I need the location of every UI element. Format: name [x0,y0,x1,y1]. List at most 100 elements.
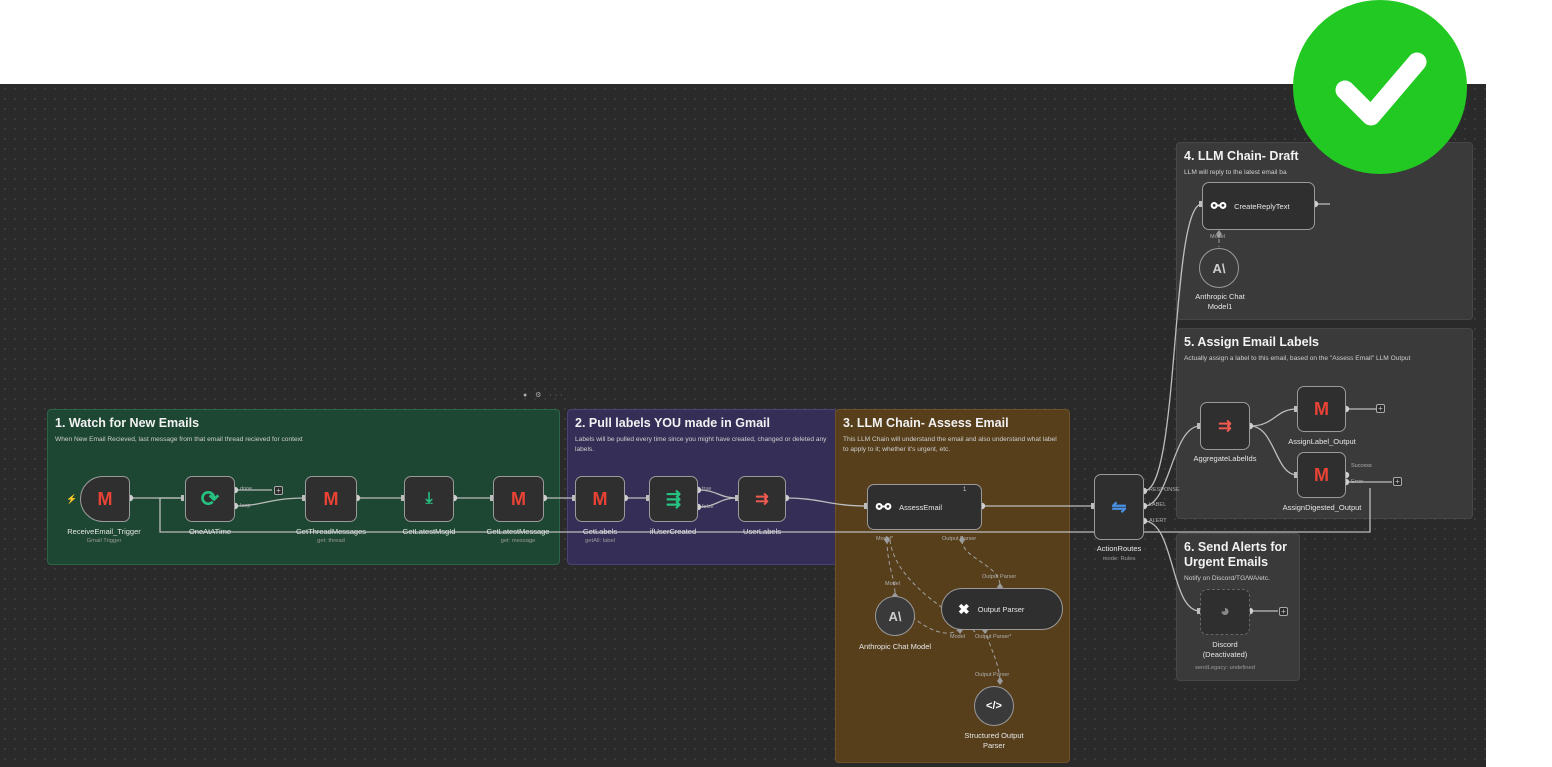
sticky-title: 1. Watch for New Emails [55,416,200,430]
dash-parser-model [891,595,961,634]
aggregate-icon: ⇉ [755,491,769,508]
download-arrow-icon: ⤓ [425,490,433,507]
sticky-desc: Notify on Discord/TG/WA/etc. [1184,575,1270,582]
add-node-plus-icon[interactable]: + [274,486,283,495]
anthropic-model-node[interactable]: A\ [875,596,915,636]
wire-routes-reply [1143,203,1203,492]
node-label: GetThreadMessages [295,527,367,536]
wire-userlabels-assess [785,497,868,507]
discord-node[interactable]: ◕ [1200,589,1250,635]
chain-link-icon: ⚯ [1211,195,1227,216]
gmail-assign-digested-node[interactable]: M [1297,452,1346,498]
port-label-true: true [702,486,712,492]
anthropic-icon: A\ [1212,260,1226,276]
node-label: AggregateLabelIds [1193,454,1257,463]
node-label: UserLabels [743,527,781,536]
anthropic-icon: A\ [888,608,902,624]
connection-layer: ⚡ [66,200,1392,685]
aggregate-label-ids-node[interactable]: ⇉ [1200,402,1250,450]
svg-text:⚡: ⚡ [66,493,77,505]
structured-parser-node[interactable]: </> [974,686,1014,726]
chain-link-icon: ⚯ [876,496,892,517]
llm-chain-reply-node[interactable]: ⚯ CreateReplyText [1202,182,1315,230]
set-latest-id-node[interactable]: ⤓ [404,476,454,522]
sticky-title: 3. LLM Chain- Assess Email [843,416,1009,430]
switch-icon: ⇋ [1111,496,1127,517]
dash-assess-parser [961,539,1001,587]
sticky-assess-email[interactable]: 3. LLM Chain- Assess Email This LLM Chai… [835,409,1070,763]
gmail-icon: M [323,488,339,509]
node-label: Discord (Deactivated) [1202,640,1248,659]
port-label-output-parser: Output Parser* [975,634,1012,640]
sticky-title: 6. Send Alerts for Urgent Emails [1184,540,1288,569]
sticky-desc: This LLM Chain will understand the email… [843,436,1057,453]
node-label: GetLabels [582,527,618,536]
node-label: AssessEmail [899,502,943,512]
dash-assess-model [886,539,896,595]
add-node-plus-icon[interactable]: + [1376,404,1385,413]
if-node[interactable]: ⇶ [649,476,698,522]
sticky-title: 5. Assign Email Labels [1184,335,1320,349]
sticky-title: 2. Pull labels YOU made in Gmail [575,416,770,430]
node-label: AssignLabel_Output [1288,437,1356,446]
success-checkmark-icon [1293,0,1467,174]
port-label-model: Model [950,634,965,640]
node-subtitle: get: message [500,538,536,544]
loop-arrows-icon: ⟳ [200,486,220,511]
node-subtitle: sendLegacy: undefined [1195,665,1255,671]
add-node-plus-icon[interactable]: + [1279,607,1288,616]
node-subtitle: Gmail Trigger [86,538,122,544]
sticky-desc: When New Email Recieved, last message fr… [55,436,303,443]
gmail-icon: M [97,488,113,509]
port-label-false: false [702,504,714,510]
node-subtitle: mode: Rules [1102,556,1136,562]
sticky-desc: LLM will reply to the latest email ba [1184,169,1287,176]
sticky-desc: Labels will be pulled every time since y… [575,436,827,453]
wire-loop-gethread [234,497,306,507]
gmail-get-thread-node[interactable]: M [305,476,357,522]
add-node-plus-icon[interactable]: + [1393,477,1402,486]
switch-routes-node[interactable]: ⇋ [1094,474,1144,540]
port-label-response: RESPONSE [1149,487,1180,493]
workflow-canvas[interactable]: 1. Watch for New Emails When New Email R… [0,84,1486,767]
sticky-toolbar[interactable]: ● ⚙ ··· [523,392,566,399]
gmail-icon: M [511,488,526,509]
llm-chain-assess-node[interactable]: ⚯ AssessEmail [867,484,982,530]
wire-routes-discord [1143,520,1201,612]
node-label: Anthropic Chat Model [858,642,932,651]
port-label-model: Model* [876,536,894,542]
wire-aggregate-digested [1249,425,1298,476]
wire-loop-back [159,488,1371,533]
node-label: GetLatestMsgId [402,527,456,536]
wire-routes-aggregate [1143,425,1201,507]
wire-if-false [697,497,739,508]
port-label-output-parser: Output Parser [975,672,1010,678]
gmail-icon: M [592,488,608,509]
port-label-done: done [240,486,253,492]
sticky-title: 4. LLM Chain- Draft [1184,149,1299,163]
sticky-watch-emails[interactable]: 1. Watch for New Emails When New Email R… [47,409,560,565]
port-label-model: Model [885,581,900,587]
discord-icon: ◕ [1220,603,1230,620]
node-label: Structured Output Parser [964,731,1024,750]
gmail-assign-label-node[interactable]: M [1297,386,1346,432]
code-icon: </> [986,700,1002,712]
execution-count-badge: 1 [963,487,967,493]
sticky-desc: Actually assign a label to this email, b… [1184,355,1411,362]
node-label: ReceiveEmail_Trigger [67,527,141,536]
gmail-get-message-node[interactable]: M [493,476,544,522]
wire-aggregate-assign [1249,408,1298,427]
node-label: ifUserCreated [649,527,697,536]
split-batches-node[interactable]: ⟳ [185,476,235,522]
port-label-output-parser: Output Parser [942,536,977,542]
node-label: AssignDigested_Output [1282,503,1362,512]
gmail-get-labels-node[interactable]: M [575,476,625,522]
anthropic-model1-node[interactable]: A\ [1199,248,1239,288]
aggregate-user-labels-node[interactable]: ⇉ [738,476,786,522]
node-label: Anthropic Chat Model1 [1195,292,1245,311]
output-parser-node[interactable]: ✖ Output Parser [941,588,1063,630]
port-label-success: Success [1351,463,1372,469]
aggregate-icon: ⇉ [1218,418,1232,435]
node-subtitle: get: thread [317,538,345,544]
gmail-trigger-node[interactable]: M [80,476,130,522]
